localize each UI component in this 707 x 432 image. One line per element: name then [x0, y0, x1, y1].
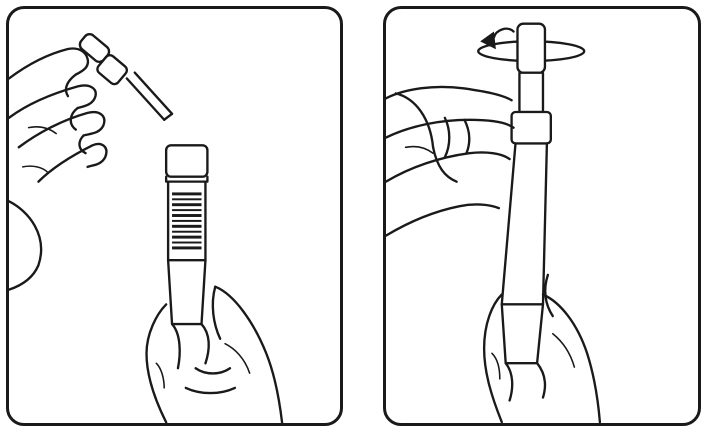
lower-hand-icon	[147, 287, 283, 423]
labeled-tube-icon	[166, 145, 207, 324]
cap-icon	[77, 32, 172, 120]
step-1-illustration	[9, 9, 340, 423]
upper-hand-icon	[9, 49, 106, 290]
step-2-illustration	[386, 9, 698, 423]
step-1-panel	[6, 6, 343, 426]
barcode-icon	[172, 192, 201, 249]
twisting-hand-icon	[386, 87, 514, 236]
step-2-panel	[383, 6, 701, 426]
twist-tube-icon	[502, 24, 551, 363]
